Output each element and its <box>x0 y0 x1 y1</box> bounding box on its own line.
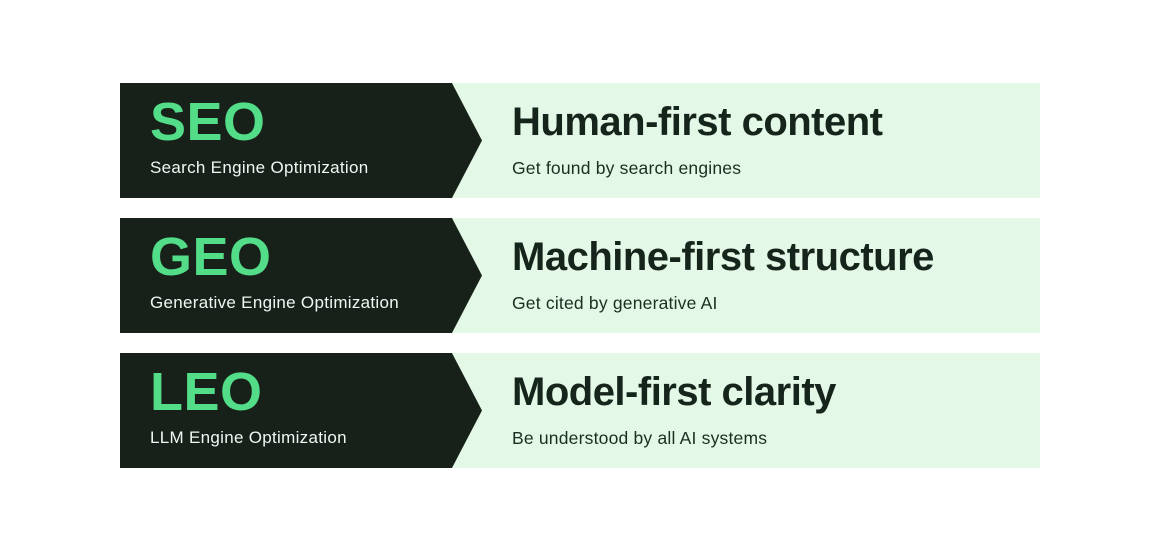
acronym-full-label: LLM Engine Optimization <box>150 428 347 447</box>
benefit-subtitle: Be understood by all AI systems <box>512 428 768 448</box>
acronym-full-label: Generative Engine Optimization <box>150 293 400 312</box>
acronym-label: SEO <box>150 92 266 152</box>
benefit-heading: Human-first content <box>512 100 883 144</box>
benefit-panel: Human-first content Get found by search … <box>512 83 1040 198</box>
benefit-panel: Model-first clarity Be understood by all… <box>512 353 1040 468</box>
arrow-badge: SEO Search Engine Optimization <box>120 83 482 198</box>
acronym-full-label: Search Engine Optimization <box>150 158 369 177</box>
banner-row-leo: LEO LLM Engine Optimization Model-first … <box>120 353 1040 468</box>
benefit-heading: Model-first clarity <box>512 370 836 414</box>
benefit-subtitle: Get cited by generative AI <box>512 293 718 313</box>
benefit-subtitle: Get found by search engines <box>512 158 742 178</box>
benefit-panel: Machine-first structure Get cited by gen… <box>512 218 1040 333</box>
arrow-badge: GEO Generative Engine Optimization <box>120 218 482 333</box>
arrow-badge: LEO LLM Engine Optimization <box>120 353 482 468</box>
banner-row-geo: GEO Generative Engine Optimization Machi… <box>120 218 1040 333</box>
banner-row-seo: SEO Search Engine Optimization Human-fir… <box>120 83 1040 198</box>
acronym-label: LEO <box>150 362 263 422</box>
acronym-label: GEO <box>150 227 272 287</box>
benefit-heading: Machine-first structure <box>512 235 934 279</box>
